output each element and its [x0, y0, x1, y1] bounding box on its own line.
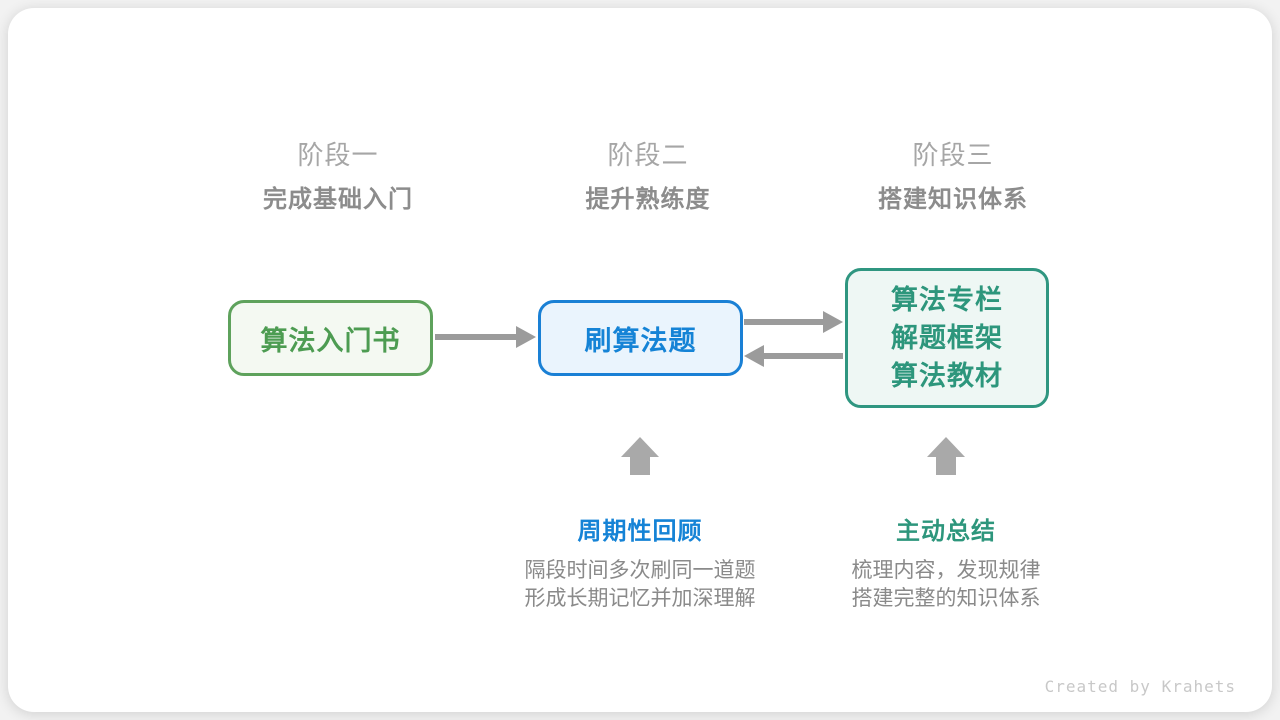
credit-text: Created by Krahets: [1044, 677, 1236, 696]
annotation-summarize-desc-line-1: 梳理内容，发现规律: [851, 559, 1041, 582]
node-practice-label: 刷算法题: [584, 325, 697, 356]
node-resources-line-2: 解题框架: [891, 323, 1003, 353]
stage-1-subtitle: 完成基础入门: [263, 186, 413, 213]
annotation-summarize-desc-line-2: 搭建完整的知识体系: [851, 587, 1041, 610]
node-resources: 算法专栏 解题框架 算法教材: [845, 268, 1049, 408]
annotation-review-desc-line-2: 形成长期记忆并加深理解: [524, 587, 756, 610]
stage-1-title: 阶段一: [297, 140, 379, 170]
node-resources-line-1: 算法专栏: [891, 285, 1003, 315]
annotation-summarize-label: 主动总结: [896, 518, 996, 545]
node-intro-book: 算法入门书: [228, 300, 433, 376]
up-arrow-review-icon: [621, 437, 659, 475]
node-intro-book-label: 算法入门书: [260, 325, 401, 356]
stage-3-title: 阶段三: [912, 140, 994, 170]
arrow-practice-to-resources-icon: [744, 311, 843, 333]
stage-3-subtitle: 搭建知识体系: [878, 186, 1028, 213]
annotation-summarize-description: 梳理内容，发现规律 搭建完整的知识体系: [776, 557, 1116, 613]
annotation-review-label: 周期性回顾: [577, 518, 703, 545]
stage-2-subtitle: 提升熟练度: [585, 186, 711, 213]
annotation-review-desc-line-1: 隔段时间多次刷同一道题: [524, 559, 756, 582]
annotation-review-description: 隔段时间多次刷同一道题 形成长期记忆并加深理解: [470, 557, 810, 613]
arrow-intro-to-practice-icon: [435, 326, 536, 348]
diagram-card: 阶段一 完成基础入门 阶段二 提升熟练度 阶段三 搭建知识体系 算法入门书 刷算…: [8, 8, 1272, 712]
up-arrow-summarize-icon: [927, 437, 965, 475]
node-resources-line-3: 算法教材: [891, 361, 1003, 391]
arrow-resources-to-practice-icon: [744, 345, 843, 367]
stage-2-title: 阶段二: [607, 140, 689, 170]
node-practice: 刷算法题: [538, 300, 743, 376]
